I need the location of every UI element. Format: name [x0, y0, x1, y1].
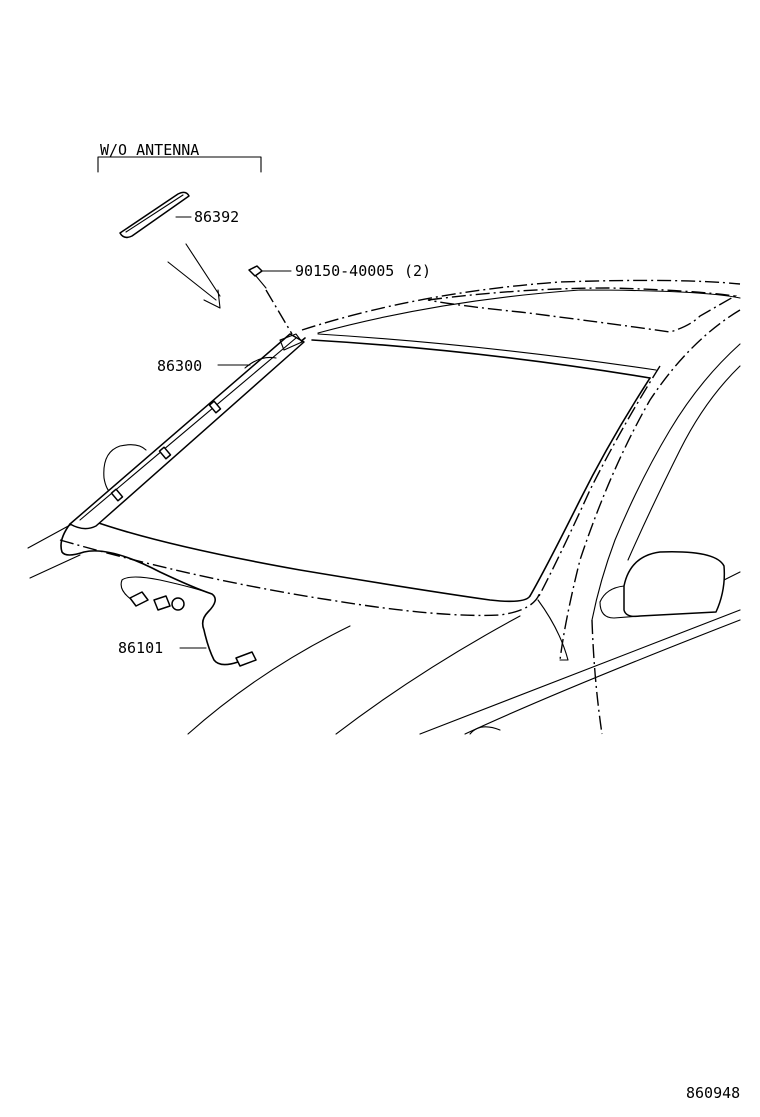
part-screw: 90150-40005 (2): [248, 262, 431, 335]
a-pillar: [529, 377, 651, 597]
part-number-86101: 86101: [118, 639, 163, 657]
windshield-bottom: [89, 519, 531, 603]
variant-label: W/O ANTENNA: [100, 141, 199, 159]
molding-shape: [119, 191, 190, 239]
part-cord: 86101: [60, 523, 257, 667]
cord-connector: [129, 591, 149, 607]
right-mirror: [623, 551, 726, 618]
molding-edge: [125, 194, 184, 233]
cord-clamp: [171, 597, 185, 611]
part-antenna: 86300: [69, 333, 305, 530]
variant-bracket: [97, 156, 262, 173]
part-number-90150-40005: 90150-40005: [295, 262, 394, 280]
screw-head-icon: [248, 265, 263, 277]
left-mirror: [103, 444, 147, 479]
antenna-clip: [279, 333, 303, 351]
part-number-86392: 86392: [194, 208, 239, 226]
cord-plug: [235, 651, 257, 667]
arrow-icon: [167, 243, 221, 309]
variant-group: W/O ANTENNA: [97, 141, 262, 173]
part-number-86300: 86300: [157, 357, 202, 375]
windshield-top: [311, 339, 651, 379]
diagram-id: 860948: [686, 1084, 740, 1102]
roof-line: [301, 279, 741, 331]
part-molding: 86392: [119, 191, 239, 239]
cowl-line: [59, 539, 541, 617]
part-quantity: (2): [404, 262, 431, 280]
antenna-strip: [69, 333, 305, 530]
vehicle-body: [27, 279, 741, 735]
hood-line: [187, 625, 351, 735]
sunroof: [427, 287, 738, 333]
